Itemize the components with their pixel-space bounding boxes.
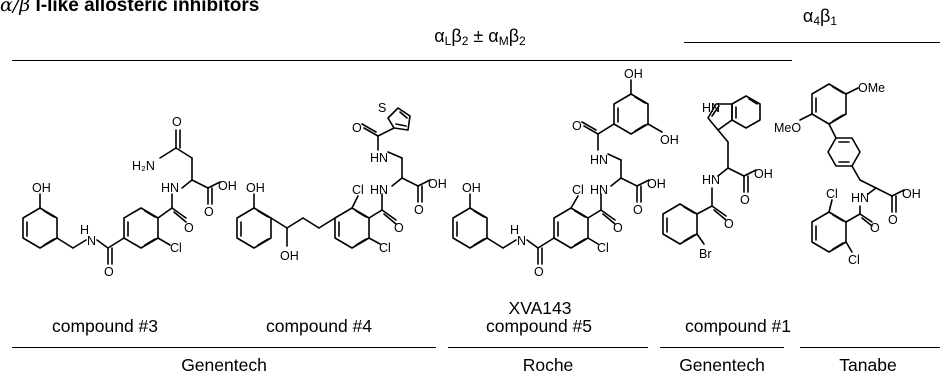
atom-cl-4b: Cl [352, 183, 364, 197]
rule-tanabe [800, 347, 940, 348]
atom-hn-4a: HN [370, 183, 388, 197]
atom-cl-4a: Cl [379, 241, 391, 255]
atom-o-4c: O [352, 121, 362, 135]
label-compound-5: compound #5 [485, 316, 593, 336]
atom-o-5c: O [633, 203, 643, 217]
ring-dichlorobenzamide-5 [553, 207, 589, 249]
atom-o-1b: O [724, 217, 734, 231]
atom-o-5b: O [613, 221, 623, 235]
ring-dimethoxyphenyl-tanabe [811, 83, 847, 125]
label-company-genentech-a: Genentech [181, 355, 267, 375]
atom-hn-1b: HN [702, 173, 720, 187]
atom-oh-4b: OH [280, 249, 299, 263]
atom-hn-5b: HN [590, 153, 608, 167]
atom-hn-4b: HN [370, 151, 388, 165]
atom-oh-5c: OH [624, 67, 643, 81]
atom-oh-1: OH [754, 167, 773, 181]
atom-br-1: Br [699, 247, 712, 261]
ring-thiophene-4 [387, 107, 411, 131]
atom-cl-tanabe-b: Cl [848, 253, 860, 267]
rule-genentech-a [12, 347, 436, 348]
structure-compound-5: OH H N O Cl Cl O HN O OH HN [452, 67, 679, 279]
ring-hydroxyphenyl-5 [452, 207, 488, 249]
atom-o-3a: O [104, 265, 114, 279]
rule-roche [448, 347, 648, 348]
structure-compound-1: HN O OH HN O Br [662, 95, 773, 261]
atom-n-3: N [87, 234, 96, 248]
atom-oh-5b: OH [647, 177, 666, 191]
group-label-lfa1-mac1: αLβ2 ± αMβ2 [434, 26, 526, 48]
atom-o-5a: O [534, 265, 544, 279]
atom-oh-3a: OH [32, 181, 51, 195]
structure-compound-3: OH H N O Cl O HN O OH O H₂N [22, 115, 237, 279]
atom-nh-3: H [80, 223, 89, 237]
ring-indole-pyrrole-1 [707, 103, 733, 131]
atom-meo-tanabe: MeO [774, 121, 801, 135]
group-label-vla4: α4β1 [802, 6, 838, 28]
label-compound-4: compound #4 [265, 316, 373, 336]
atom-h2n-3: H₂N [132, 159, 155, 173]
ring-hydroxyphenyl-3 [22, 207, 58, 249]
atom-oh-5d: OH [660, 133, 679, 147]
atom-cl-3: Cl [170, 241, 182, 255]
atom-cl-tanabe-a: Cl [826, 187, 838, 201]
atom-oh-3b: OH [218, 179, 237, 193]
atom-o-4b: O [414, 203, 424, 217]
label-compound-1: compound #1 [684, 316, 792, 336]
atom-o-3b: O [184, 221, 194, 235]
atom-o-5d: O [572, 119, 582, 133]
atom-o-1a: O [740, 193, 750, 207]
label-compound-3: compound #3 [51, 316, 159, 336]
label-company-genentech-b: Genentech [679, 355, 765, 375]
rule-vla4-group [684, 42, 940, 43]
rule-lfa1-group [12, 60, 792, 61]
ring-dihydroxyphenyl-5 [613, 93, 649, 135]
atom-o-3d: O [172, 115, 182, 129]
ring-dichlorophenyl-tanabe [811, 211, 847, 253]
atom-o-tanabe-b: O [870, 221, 880, 235]
atom-hn-tanabe: HN [851, 191, 869, 205]
atom-ome-tanabe: OMe [858, 81, 885, 95]
figure-title: α/β I-like allosteric inhibitors [0, 0, 260, 16]
atom-cl-5a: Cl [597, 241, 609, 255]
ring-bromophenyl-1 [662, 203, 698, 245]
label-company-roche: Roche [522, 355, 574, 375]
atom-oh-4a: OH [246, 181, 265, 195]
ring-dichlorobenzamide-4 [334, 207, 370, 249]
ring-benzamide-3 [123, 207, 159, 249]
atom-hn-5a: HN [590, 183, 608, 197]
structure-tanabe: OMe MeO O OH HN O Cl Cl [774, 81, 921, 267]
atom-s-4: S [378, 101, 386, 115]
atom-oh-5a: OH [462, 181, 481, 195]
atom-o-tanabe-a: O [888, 213, 898, 227]
rule-genentech-b [660, 347, 784, 348]
atom-o-3c: O [204, 205, 214, 219]
atom-n-5: N [517, 234, 526, 248]
label-company-tanabe: Tanabe [839, 355, 897, 375]
atom-o-4a: O [394, 221, 404, 235]
atom-cl-5b: Cl [572, 183, 584, 197]
atom-hn-3: HN [161, 181, 179, 195]
ring-hydroxyphenyl-4 [236, 207, 272, 249]
atom-oh-tanabe: OH [902, 187, 921, 201]
atom-hn-1a: HN [702, 101, 720, 115]
atom-oh-4c: OH [428, 177, 447, 191]
structure-compound-4: OH OH Cl Cl O HN O OH HN O [236, 101, 447, 263]
label-compound-5-name: XVA143 [508, 298, 572, 318]
atom-nh-5: H [510, 223, 519, 237]
